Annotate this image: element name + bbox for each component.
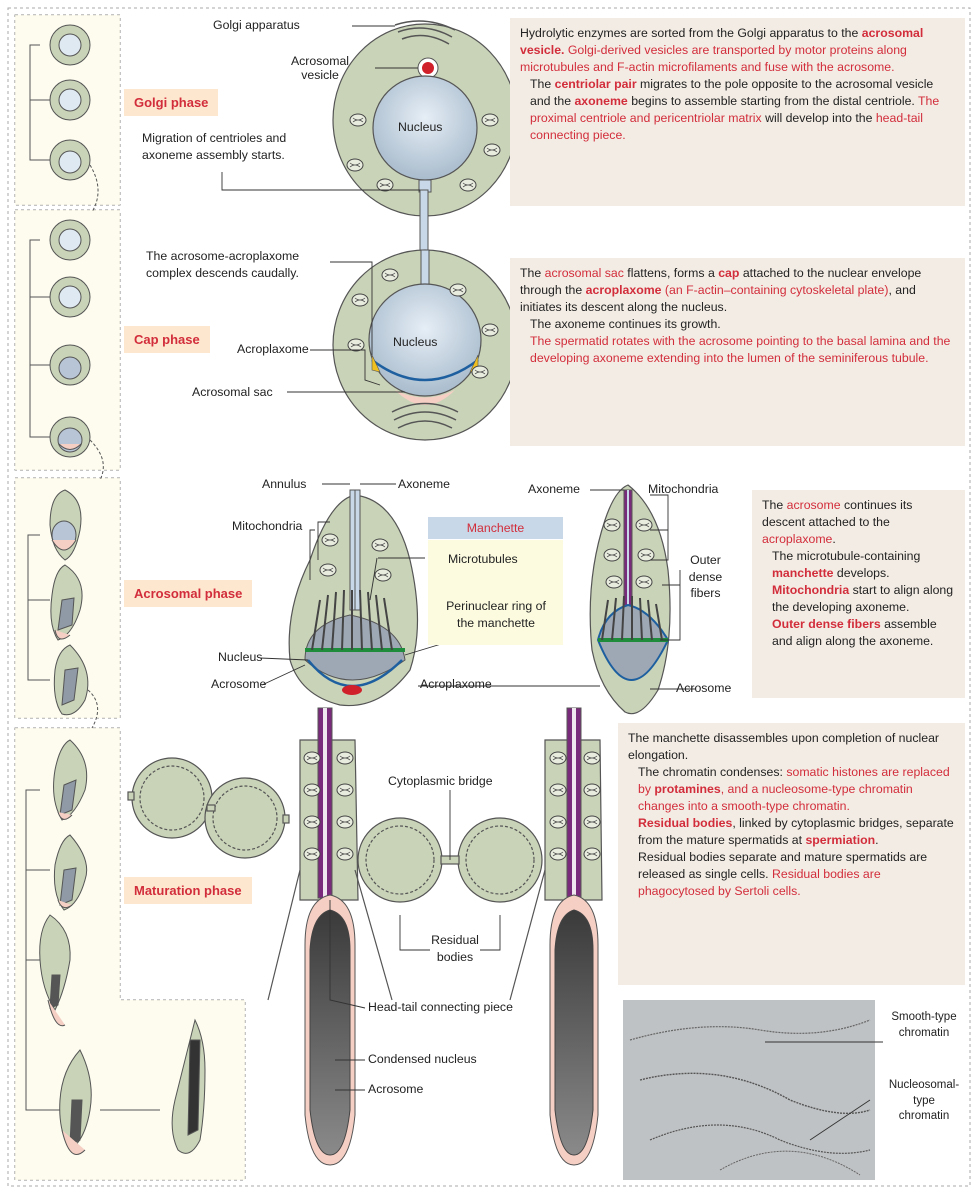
condensed-nucleus-label: Condensed nucleus bbox=[368, 1052, 477, 1066]
acro-p4a: Outer dense fibers bbox=[772, 617, 881, 631]
microtubules-label: Microtubules bbox=[448, 552, 518, 566]
golgi-p2g: will develop into the bbox=[762, 111, 876, 125]
cytoplasmic-bridge-label: Cytoplasmic bridge bbox=[388, 774, 493, 788]
complex-descends-label: The acrosome-acroplaxome complex descend… bbox=[146, 248, 299, 281]
cap-p1b: acrosomal sac bbox=[545, 266, 624, 280]
mat-p3a: Residual bodies bbox=[638, 816, 732, 830]
mat-p3c: spermiation bbox=[805, 833, 875, 847]
residual-bodies-label: Residual bodies bbox=[420, 932, 490, 965]
acrosome-left-label: Acrosome bbox=[211, 677, 266, 691]
acrosomal-phase-label: Acrosomal phase bbox=[124, 580, 252, 607]
acro-cell-left bbox=[289, 490, 417, 706]
cap-p1d: cap bbox=[718, 266, 739, 280]
golgi-p2d: axoneme bbox=[574, 94, 627, 108]
mat-p2a: The chromatin condenses: bbox=[638, 765, 786, 779]
golgi-apparatus-label: Golgi apparatus bbox=[213, 18, 300, 32]
cap-p2: The axoneme continues its growth. bbox=[520, 316, 955, 333]
maturation-description: The manchette disassembles upon completi… bbox=[618, 723, 965, 985]
cap-acroplaxome-label: Acroplaxome bbox=[237, 342, 309, 356]
head-tail-label: Head-tail connecting piece bbox=[368, 1000, 513, 1014]
acroplaxome-label: Acroplaxome bbox=[420, 677, 492, 691]
acro-p2b: manchette bbox=[772, 566, 834, 580]
golgi-p1c: Golgi-derived vesicles are transported b… bbox=[520, 43, 907, 74]
migration-label: Migration of centrioles and axoneme asse… bbox=[142, 130, 286, 163]
mat-p3d: . bbox=[875, 833, 878, 847]
cap-nucleus-label: Nucleus bbox=[393, 335, 437, 349]
mat-p1: The manchette disassembles upon completi… bbox=[628, 730, 955, 764]
smooth-chromatin-label: Smooth-type chromatin bbox=[880, 1010, 968, 1041]
chromatin-micrograph bbox=[623, 1000, 875, 1180]
golgi-p2a: The bbox=[530, 77, 555, 91]
golgi-nucleus-label: Nucleus bbox=[398, 120, 442, 134]
acro-cell-right bbox=[590, 485, 670, 714]
acro-p3a: Mitochondria bbox=[772, 583, 849, 597]
cap-p3: The spermatid rotates with the acrosome … bbox=[520, 333, 955, 367]
nucleosomal-chromatin-label: Nucleosomal- type chromatin bbox=[880, 1078, 968, 1125]
perinuclear-label: Perinuclear ring of the manchette bbox=[430, 598, 562, 631]
acro-p1b: acrosome bbox=[787, 498, 841, 512]
cap-description: The acrosomal sac flattens, forms a cap … bbox=[510, 258, 965, 446]
annulus-label: Annulus bbox=[262, 477, 306, 491]
axoneme-left-label: Axoneme bbox=[398, 477, 450, 491]
mat-acrosome-label: Acrosome bbox=[368, 1082, 423, 1096]
acro-p1e: . bbox=[832, 532, 835, 546]
manchette-legend: Manchette bbox=[428, 517, 563, 539]
golgi-phase-label: Golgi phase bbox=[124, 89, 218, 116]
mat-p2c: protamines bbox=[654, 782, 720, 796]
acrosomal-sac-label: Acrosomal sac bbox=[192, 385, 273, 399]
cap-p1c: flattens, forms a bbox=[624, 266, 718, 280]
mitochondria-right-label: Mitochondria bbox=[648, 482, 718, 496]
outer-dense-fibers-label: Outer dense fibers bbox=[678, 552, 733, 602]
axoneme-right-label: Axoneme bbox=[528, 482, 580, 496]
acro-nucleus-label: Nucleus bbox=[218, 650, 262, 664]
cap-p1a: The bbox=[520, 266, 545, 280]
golgi-p2b: centriolar pair bbox=[555, 77, 637, 91]
golgi-cell bbox=[333, 21, 517, 216]
acro-description: The acrosome continues its descent attac… bbox=[752, 490, 965, 698]
acro-p2c: develops. bbox=[834, 566, 890, 580]
golgi-p2e: begins to assemble starting from the dis… bbox=[628, 94, 918, 108]
cap-p1g: (an F-actin–containing cytoskeletal plat… bbox=[662, 283, 889, 297]
cap-p1f: acroplaxome bbox=[586, 283, 662, 297]
acro-p1a: The bbox=[762, 498, 787, 512]
maturation-phase-label: Maturation phase bbox=[124, 877, 252, 904]
acro-p2a: The microtubule-containing bbox=[772, 549, 920, 563]
mat-spermatid-right bbox=[510, 708, 602, 1165]
golgi-axoneme bbox=[420, 190, 428, 250]
golgi-description: Hydrolytic enzymes are sorted from the G… bbox=[510, 18, 965, 206]
acrosomal-vesicle-label: Acrosomal vesicle bbox=[260, 54, 380, 82]
mat-residual-left bbox=[128, 758, 289, 858]
mitochondria-left-label: Mitochondria bbox=[232, 519, 302, 533]
acro-p1d: acroplaxome bbox=[762, 532, 832, 546]
cap-phase-label: Cap phase bbox=[124, 326, 210, 353]
acrosome-right-label: Acrosome bbox=[676, 681, 731, 695]
golgi-p1a: Hydrolytic enzymes are sorted from the G… bbox=[520, 26, 862, 40]
